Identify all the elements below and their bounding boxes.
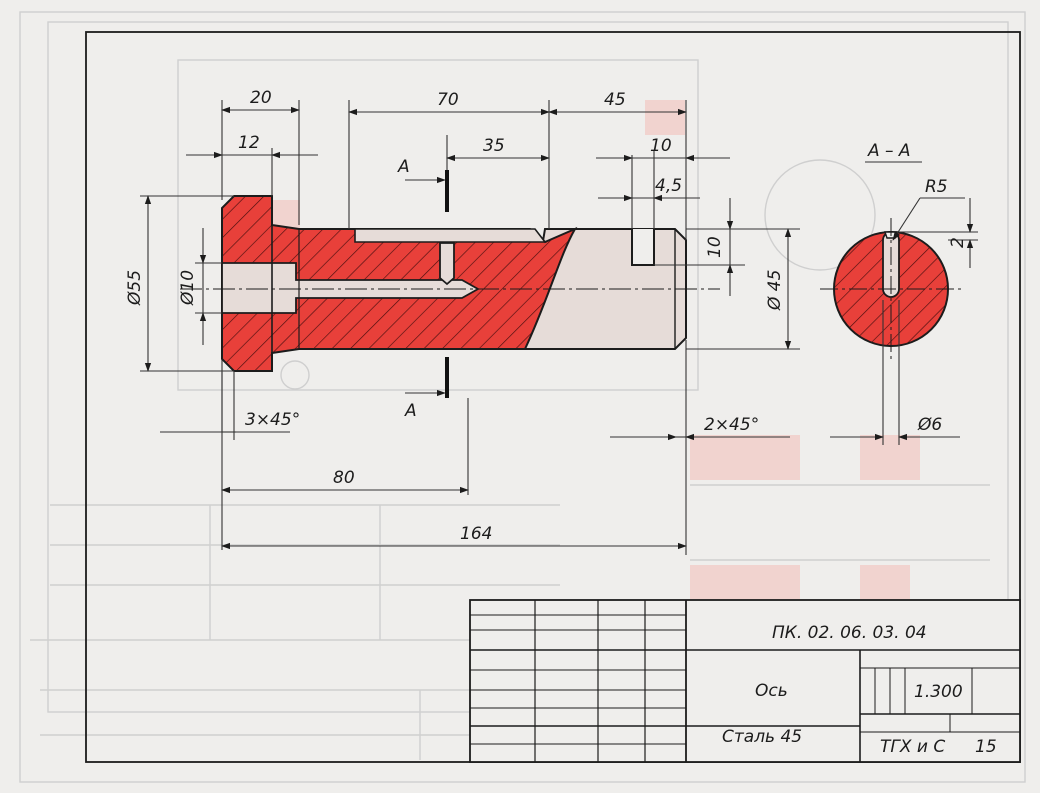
section-mark-bottom: А: [404, 401, 417, 421]
title-designation: ПК. 02. 06. 03. 04: [772, 623, 927, 643]
dim-4-5: 4,5: [655, 176, 682, 196]
section-title: А – А: [867, 141, 911, 161]
shaft-main-view: [180, 195, 720, 372]
title-organization: ТГХ и С: [880, 737, 945, 757]
dim-20: 20: [250, 88, 272, 108]
outer-trim-line: [19, 11, 1026, 783]
radial-hole: [439, 242, 455, 286]
cutting-plane-marks: А А: [397, 157, 449, 421]
dim-70: 70: [437, 90, 459, 110]
dim-2: 2: [948, 237, 968, 248]
section-a-a: А – А R5 2 Ø6: [820, 141, 978, 445]
dim-35: 35: [483, 136, 505, 156]
section-mark-top: А: [397, 157, 410, 177]
dim-164: 164: [460, 524, 492, 544]
dim-diameter-55: Ø55: [125, 270, 145, 306]
dim-diameter-10: Ø10: [178, 270, 198, 306]
dim-diameter-6: Ø6: [917, 415, 942, 435]
dim-12: 12: [238, 133, 260, 153]
title-group: 15: [975, 737, 997, 757]
title-block: ПК. 02. 06. 03. 04 Ось Сталь 45 1.300 ТГ…: [469, 599, 1021, 763]
dim-80: 80: [333, 468, 355, 488]
dim-10-top: 10: [650, 136, 672, 156]
dim-chamfer-right: 2×45°: [704, 415, 759, 435]
dim-r5: R5: [925, 177, 948, 197]
dimension-lines: 20 70 45 12 35 10 4,5 10 Ø 45: [125, 88, 800, 555]
top-flat: [354, 228, 547, 243]
dim-45-length: 45: [604, 90, 626, 110]
shaft-slot: [631, 229, 655, 266]
title-material: Сталь 45: [722, 727, 802, 747]
axial-bore: [221, 262, 480, 314]
dim-10-slot: 10: [705, 236, 725, 258]
title-part-name: Ось: [755, 681, 788, 701]
title-scale: 1.300: [914, 682, 963, 702]
dim-chamfer-left: 3×45°: [245, 410, 300, 430]
dim-diameter-45: Ø 45: [765, 270, 785, 311]
